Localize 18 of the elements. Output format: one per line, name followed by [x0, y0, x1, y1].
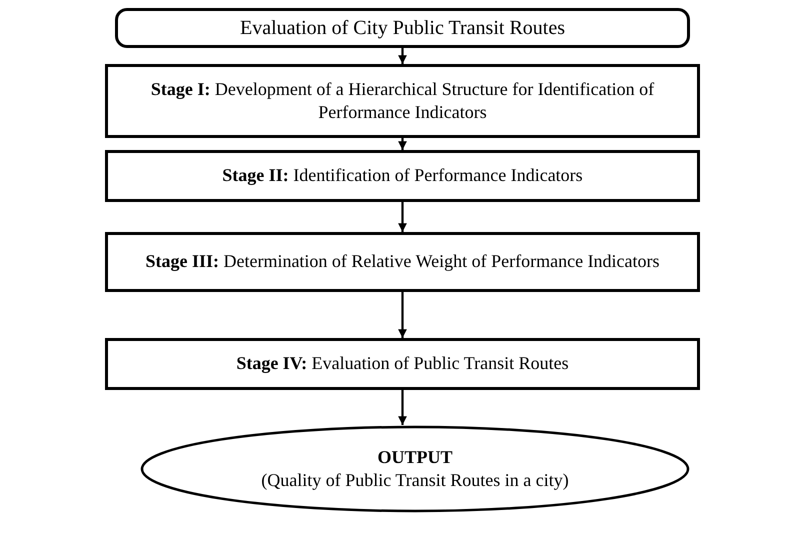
output-description: (Quality of Public Transit Routes in a city) — [261, 469, 569, 492]
stage-text: Evaluation of City Public Transit Routes — [240, 16, 565, 41]
stage-text: Stage IV: Evaluation of Public Transit Routes — [236, 352, 569, 376]
process-box — [105, 150, 700, 202]
output-ellipse — [140, 426, 690, 512]
arrow — [398, 202, 407, 232]
process-box — [105, 64, 700, 138]
stage-text: Stage II: Identification of Performance Indicators — [222, 164, 583, 188]
stage-text: Stage III: Determination of Relative Weight of Performance Indicators — [145, 250, 660, 274]
arrow — [398, 292, 407, 338]
process-box — [115, 8, 690, 48]
arrow — [398, 48, 407, 64]
arrow — [398, 390, 407, 425]
stage-text: Stage I: Development of a Hierarchical Structure for Identification of Performance Indicators — [150, 78, 656, 124]
arrow — [398, 138, 407, 150]
output-heading: OUTPUT — [377, 446, 452, 469]
process-box — [105, 338, 700, 390]
process-box — [105, 232, 700, 292]
